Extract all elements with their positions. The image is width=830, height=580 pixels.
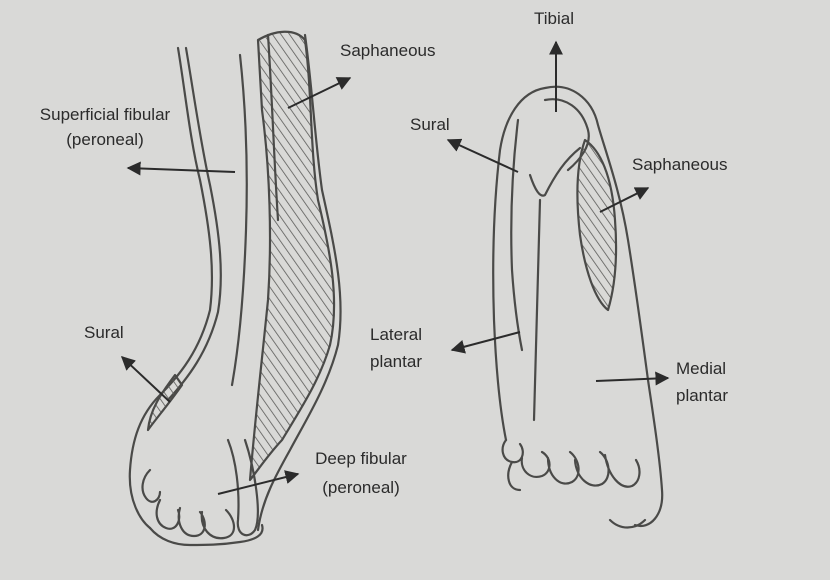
label-deep-fibular-line2: (peroneal)	[296, 477, 426, 498]
label-superficial-fibular-line2: (peroneal)	[10, 129, 200, 150]
label-superficial-fibular-line1: Superficial fibular	[10, 104, 200, 125]
label-lateral-plantar: Lateral plantar	[370, 324, 422, 372]
plantar-toes	[503, 440, 645, 528]
arrow-sural-plantar	[448, 140, 518, 172]
label-lateral-plantar-line2: plantar	[370, 351, 422, 372]
dorsal-toes	[143, 440, 263, 545]
label-deep-fibular: Deep fibular (peroneal)	[296, 448, 426, 498]
arrow-superficial-fibular	[128, 168, 235, 172]
label-saphaneous-plantar: Saphaneous	[632, 154, 727, 175]
saphaneous-region-dorsal	[250, 32, 334, 480]
arrow-deep-fibular	[218, 474, 298, 494]
label-sural-dorsal: Sural	[84, 322, 124, 343]
label-deep-fibular-line1: Deep fibular	[296, 448, 426, 469]
plantar-foot-sketch	[493, 87, 662, 528]
arrow-medial-plantar	[596, 378, 668, 381]
label-medial-plantar-line1: Medial	[676, 358, 728, 379]
label-superficial-fibular: Superficial fibular (peroneal)	[10, 104, 200, 150]
arrow-lateral-plantar	[452, 332, 520, 350]
label-medial-plantar-line2: plantar	[676, 385, 728, 406]
label-medial-plantar: Medial plantar	[676, 358, 728, 406]
label-sural-plantar: Sural	[410, 114, 450, 135]
label-tibial: Tibial	[534, 8, 574, 29]
arrow-sural-dorsal	[122, 357, 170, 402]
label-lateral-plantar-line1: Lateral	[370, 324, 422, 345]
label-saphaneous-dorsal: Saphaneous	[340, 40, 435, 61]
